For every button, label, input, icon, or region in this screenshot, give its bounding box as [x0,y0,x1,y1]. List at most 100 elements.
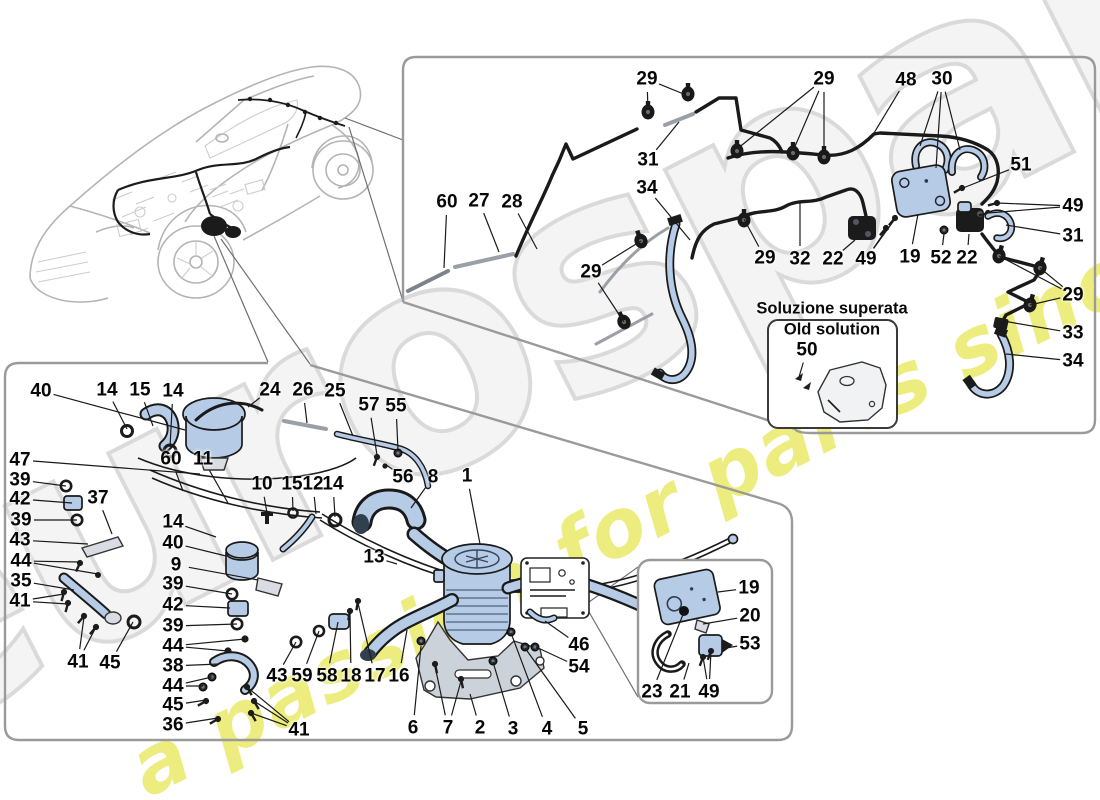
highlighted-air-system-on-car [112,96,346,238]
part-label-main-55[interactable]: 55 [385,395,407,417]
part-label-main-14[interactable]: 14 [162,380,184,402]
part-label-main-12[interactable]: 12 [302,473,324,495]
part-label-top_right-29[interactable]: 29 [636,68,658,90]
part-label-main-43[interactable]: 43 [9,529,31,551]
part-label-top_right-31[interactable]: 31 [637,149,659,171]
part-label-top_right-34[interactable]: 34 [636,177,658,199]
part-label-main-24[interactable]: 24 [259,379,281,401]
part-label-main-38[interactable]: 38 [162,655,184,677]
part-label-top_right-29[interactable]: 29 [1062,284,1084,306]
part-label-main-44[interactable]: 44 [10,550,32,572]
part-label-main-10[interactable]: 10 [251,473,273,495]
part-label-main-11[interactable]: 11 [192,448,214,470]
part-label-main-15[interactable]: 15 [281,473,303,495]
top-right-panel-border [401,55,1097,435]
part-label-main-43[interactable]: 43 [266,665,288,687]
part-label-main-3[interactable]: 3 [507,718,519,740]
part-label-main-39[interactable]: 39 [162,615,184,637]
part-label-main-39[interactable]: 39 [9,469,31,491]
part-label-main-59[interactable]: 59 [291,665,313,687]
part-label-main-57[interactable]: 57 [358,394,380,416]
part-label-top_right-29[interactable]: 29 [813,68,835,90]
part-label-main-1[interactable]: 1 [461,465,473,487]
part-label-inset-23[interactable]: 23 [641,681,663,703]
part-label-top_right-49[interactable]: 49 [1062,195,1084,217]
part-label-main-46[interactable]: 46 [568,634,590,656]
part-label-main-44[interactable]: 44 [162,675,184,697]
secondary-air-pump-diagram [58,397,739,727]
engine-bay-sketch [111,171,266,238]
part-label-main-6[interactable]: 6 [407,717,419,739]
part-label-main-14[interactable]: 14 [96,379,118,401]
part-label-top_right-48[interactable]: 48 [895,69,917,91]
part-label-top_right-19[interactable]: 19 [899,246,921,268]
part-label-main-25[interactable]: 25 [324,380,346,402]
part-label-main-4[interactable]: 4 [541,718,553,740]
part-label-main-39[interactable]: 39 [10,509,32,531]
part-label-top_right-28[interactable]: 28 [501,191,523,213]
part-label-main-36[interactable]: 36 [162,714,184,736]
part-label-top_right-22[interactable]: 22 [956,247,978,269]
part-label-top_right-29[interactable]: 29 [754,247,776,269]
part-label-main-40[interactable]: 40 [162,532,184,554]
part-label-top_right-22[interactable]: 22 [822,248,844,270]
part-label-inset-21[interactable]: 21 [669,681,691,703]
part-label-inset-20[interactable]: 20 [739,605,761,627]
part-label-main-8[interactable]: 8 [427,466,439,488]
car-illustration [29,65,374,303]
part-label-main-56[interactable]: 56 [392,466,414,488]
part-label-main-15[interactable]: 15 [129,379,151,401]
rear-pipework-diagram [406,83,1050,399]
part-label-top_right-60[interactable]: 60 [436,191,458,213]
part-label-main-37[interactable]: 37 [87,487,109,509]
part-label-top_right-32[interactable]: 32 [789,248,811,270]
part-label-main-14[interactable]: 14 [162,511,184,533]
part-label-main-35[interactable]: 35 [10,570,32,592]
inset-valve-art [653,568,721,626]
part-label-main-9[interactable]: 9 [170,554,182,576]
part-label-main-41[interactable]: 41 [288,719,310,741]
part-label-inset-53[interactable]: 53 [739,633,761,655]
old-solution-box [767,319,898,429]
part-label-inset-49[interactable]: 49 [698,681,720,703]
old-solution-pump-art [795,361,887,423]
part-label-main-45[interactable]: 45 [99,652,121,674]
part-label-main-16[interactable]: 16 [388,665,410,687]
part-label-top_right-52[interactable]: 52 [930,247,952,269]
part-label-main-39[interactable]: 39 [162,573,184,595]
part-label-main-60[interactable]: 60 [160,448,182,470]
part-label-top_right-33[interactable]: 33 [1062,322,1084,344]
part-label-top_right-27[interactable]: 27 [468,190,490,212]
part-label-main-7[interactable]: 7 [442,717,454,739]
inset-valve-panel [636,558,774,705]
part-label-top_right-49[interactable]: 49 [855,248,877,270]
part-label-main-18[interactable]: 18 [340,665,362,687]
part-label-main-44[interactable]: 44 [162,635,184,657]
part-label-main-42[interactable]: 42 [162,594,184,616]
part-label-main-42[interactable]: 42 [9,488,31,510]
part-label-main-40[interactable]: 40 [30,380,52,402]
part-label-main-26[interactable]: 26 [292,379,314,401]
part-label-top_right-51[interactable]: 51 [1010,154,1032,176]
part-label-top_right-34[interactable]: 34 [1062,350,1084,372]
part-label-main-45[interactable]: 45 [162,694,184,716]
part-label-main-58[interactable]: 58 [316,665,338,687]
part-label-top_right-30[interactable]: 30 [931,68,953,90]
part-label-main-5[interactable]: 5 [577,718,589,740]
part-label-top_right-29[interactable]: 29 [580,261,602,283]
part-label-main-47[interactable]: 47 [9,449,31,471]
part-label-top_right-31[interactable]: 31 [1062,225,1084,247]
part-label-main-13[interactable]: 13 [363,546,385,568]
part-label-main-41[interactable]: 41 [9,590,31,612]
part-label-top_right-50[interactable]: 50 [796,339,818,361]
part-label-main-41[interactable]: 41 [67,651,89,673]
part-label-main-17[interactable]: 17 [364,665,386,687]
part-label-inset-19[interactable]: 19 [738,577,760,599]
part-label-main-14[interactable]: 14 [322,473,344,495]
old-solution-caption-it: Soluzione superata [756,299,908,318]
part-label-main-2[interactable]: 2 [474,717,486,739]
secondary-air-pump-art [433,543,521,645]
part-label-main-54[interactable]: 54 [568,656,590,678]
